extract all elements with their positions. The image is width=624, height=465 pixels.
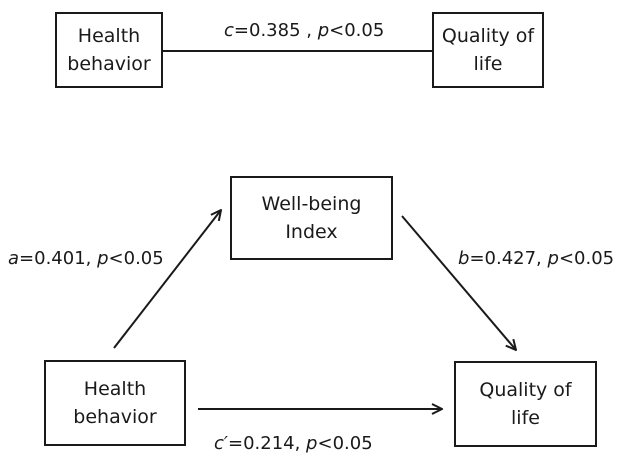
path-b-coef-name: b — [458, 248, 470, 269]
health-behavior-label: Health behavior — [73, 378, 157, 428]
path-c-coef-value: =0.385 , — [233, 20, 318, 41]
path-b-p-value: <0.05 — [558, 248, 615, 269]
path-a-label: a=0.401, p<0.05 — [8, 248, 164, 270]
well-being-index-box: Well-being Index — [230, 176, 393, 260]
top-quality-of-life-box: Quality of life — [432, 12, 544, 88]
path-c-prime-coef-name: c′ — [214, 433, 228, 454]
path-c-label: c=0.385 , p<0.05 — [224, 20, 384, 42]
path-a-coef-value: =0.401, — [19, 248, 98, 269]
path-b-coef-value: =0.427, — [469, 248, 548, 269]
path-c-prime-coef-value: =0.214, — [227, 433, 307, 454]
path-c-prime-p-name: p — [306, 433, 318, 454]
well-being-index-label: Well-being Index — [261, 193, 362, 243]
path-a-arrow — [113, 210, 221, 349]
top-quality-of-life-label: Quality of life — [441, 25, 535, 75]
quality-of-life-box: Quality of life — [454, 361, 597, 447]
health-behavior-box: Health behavior — [44, 360, 186, 446]
path-c-prime-p-value: <0.05 — [317, 433, 373, 454]
path-b-label: b=0.427, p<0.05 — [458, 248, 614, 270]
path-c-p-value: <0.05 — [329, 20, 385, 41]
path-c-prime-label: c′=0.214, p<0.05 — [214, 433, 373, 455]
path-b-p-name: p — [547, 248, 559, 269]
path-c-p-name: p — [317, 20, 330, 41]
top-health-behavior-box: Health behavior — [55, 12, 163, 88]
path-a-p-value: <0.05 — [108, 248, 164, 269]
path-b-arrow — [401, 215, 516, 350]
path-a-p-name: p — [97, 248, 109, 269]
path-a-coef-name: a — [8, 248, 20, 269]
top-health-behavior-label: Health behavior — [67, 25, 151, 75]
quality-of-life-label: Quality of life — [479, 379, 572, 429]
path-c-coef-name: c — [224, 20, 234, 41]
